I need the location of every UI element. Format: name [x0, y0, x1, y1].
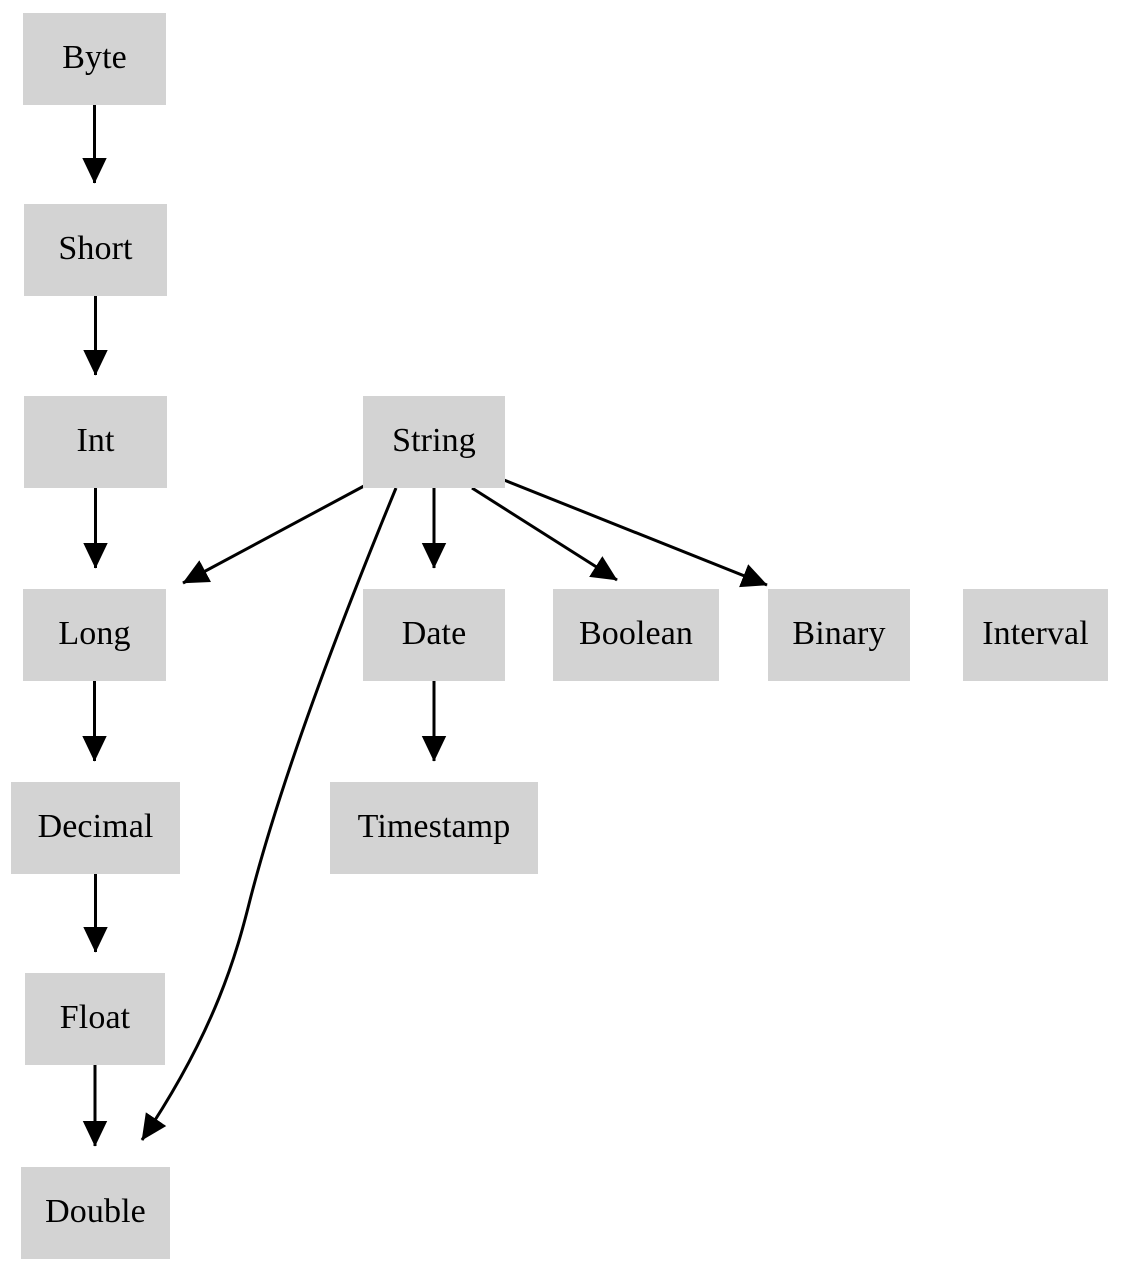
- node-label-decimal: Decimal: [37, 808, 154, 845]
- node-label-int: Int: [76, 422, 115, 459]
- node-boolean[interactable]: Boolean: [553, 589, 719, 681]
- node-label-timestamp: Timestamp: [357, 808, 511, 845]
- node-int[interactable]: Int: [24, 396, 167, 488]
- node-label-short: Short: [58, 230, 133, 267]
- edge-string-binary: [503, 478, 768, 588]
- node-date[interactable]: Date: [363, 589, 505, 681]
- node-string[interactable]: String: [363, 396, 505, 488]
- node-float[interactable]: Float: [25, 973, 165, 1065]
- node-short[interactable]: Short: [24, 204, 167, 296]
- node-label-byte: Byte: [62, 39, 127, 76]
- node-label-long: Long: [58, 615, 131, 652]
- edge-string-boolean: [471, 486, 618, 582]
- node-label-binary: Binary: [792, 615, 886, 652]
- node-timestamp[interactable]: Timestamp: [330, 782, 538, 874]
- node-label-date: Date: [401, 615, 467, 652]
- node-label-float: Float: [59, 999, 131, 1036]
- node-byte[interactable]: Byte: [23, 13, 166, 105]
- node-long[interactable]: Long: [23, 589, 166, 681]
- node-decimal[interactable]: Decimal: [11, 782, 180, 874]
- node-label-interval: Interval: [982, 615, 1089, 652]
- node-interval[interactable]: Interval: [963, 589, 1108, 681]
- node-double[interactable]: Double: [21, 1167, 170, 1259]
- node-label-boolean: Boolean: [578, 615, 693, 652]
- node-label-string: String: [392, 422, 476, 459]
- node-label-double: Double: [45, 1193, 146, 1230]
- node-binary[interactable]: Binary: [768, 589, 910, 681]
- edge-string-long: [182, 484, 365, 585]
